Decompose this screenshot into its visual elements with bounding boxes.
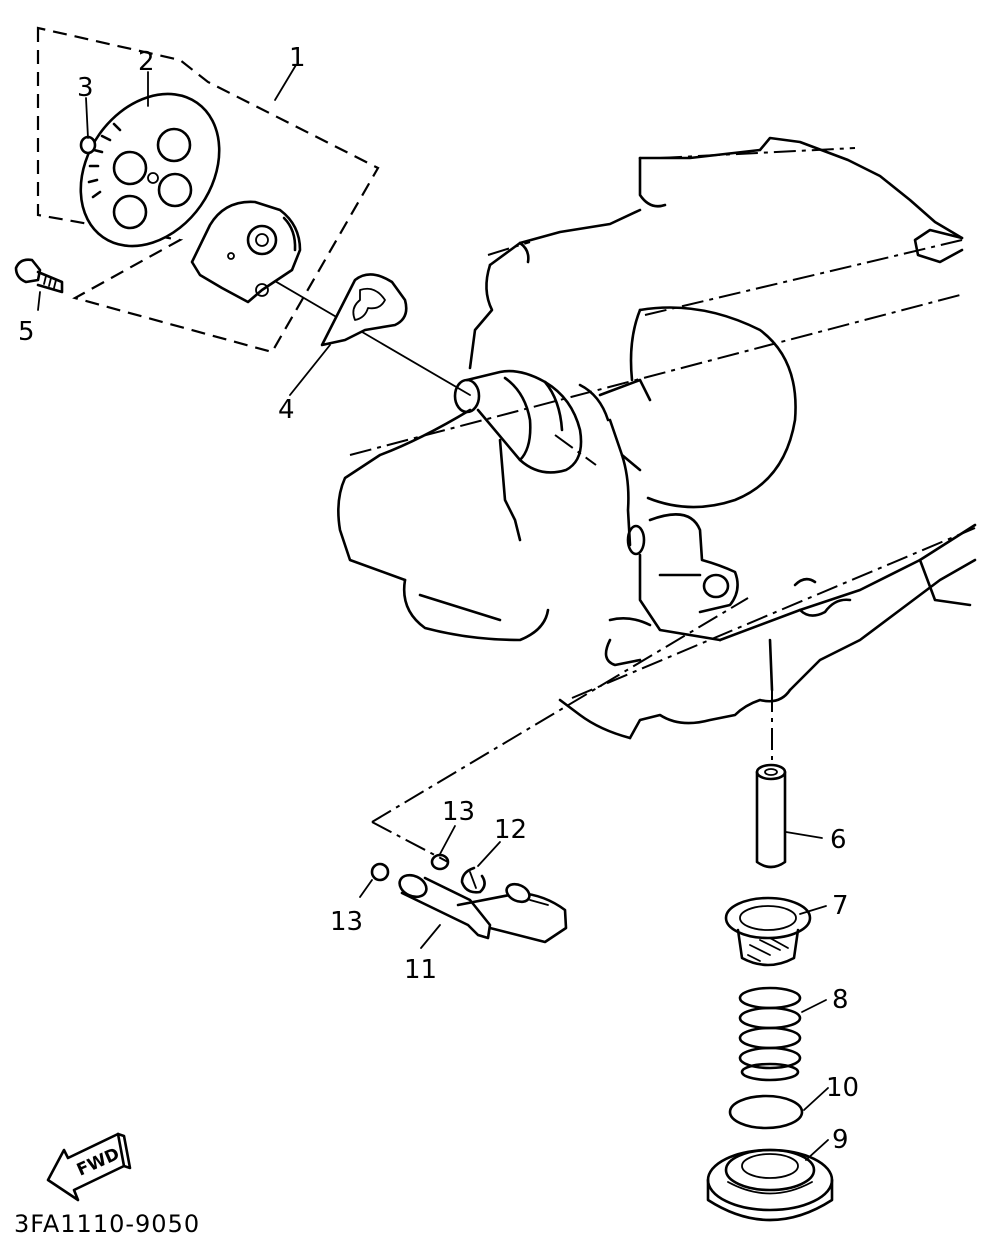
center-lines <box>231 147 976 863</box>
sprocket <box>79 92 221 248</box>
callout-11: 11 <box>404 955 437 985</box>
callout-10: 10 <box>826 1073 859 1103</box>
callout-6: 6 <box>830 825 847 855</box>
circlip <box>79 135 97 155</box>
callout-9: 9 <box>832 1125 849 1155</box>
callout-7: 7 <box>832 891 849 921</box>
o-ring-10 <box>728 1094 804 1130</box>
leader-lines <box>37 64 829 1161</box>
callout-4: 4 <box>278 395 295 425</box>
drawing-code: 3FA1110-9050 <box>14 1210 200 1238</box>
callout-numbers: 1 2 3 4 5 6 7 8 9 10 11 12 13 13 <box>18 43 859 1155</box>
callout-12: 12 <box>494 815 527 845</box>
pump-assembly-box <box>36 26 380 354</box>
callout-2: 2 <box>138 47 155 77</box>
pump-shaft <box>398 873 568 944</box>
callout-13-upper: 13 <box>442 797 475 827</box>
callout-5: 5 <box>18 317 35 347</box>
drain-plug <box>706 1148 834 1222</box>
pump-housing <box>190 200 302 304</box>
o-rings-13 <box>370 853 450 882</box>
crankcase-outline <box>337 136 977 740</box>
callout-1: 1 <box>289 43 306 73</box>
spring <box>738 986 802 1082</box>
circlip-12 <box>460 866 486 894</box>
callout-3: 3 <box>77 73 94 103</box>
callout-8: 8 <box>832 985 849 1015</box>
strainer <box>724 896 812 967</box>
bolt <box>14 258 64 294</box>
callout-13-lower: 13 <box>330 907 363 937</box>
gasket <box>320 273 408 347</box>
fwd-arrow-icon: FWD <box>46 1132 132 1202</box>
pipe <box>755 763 787 869</box>
